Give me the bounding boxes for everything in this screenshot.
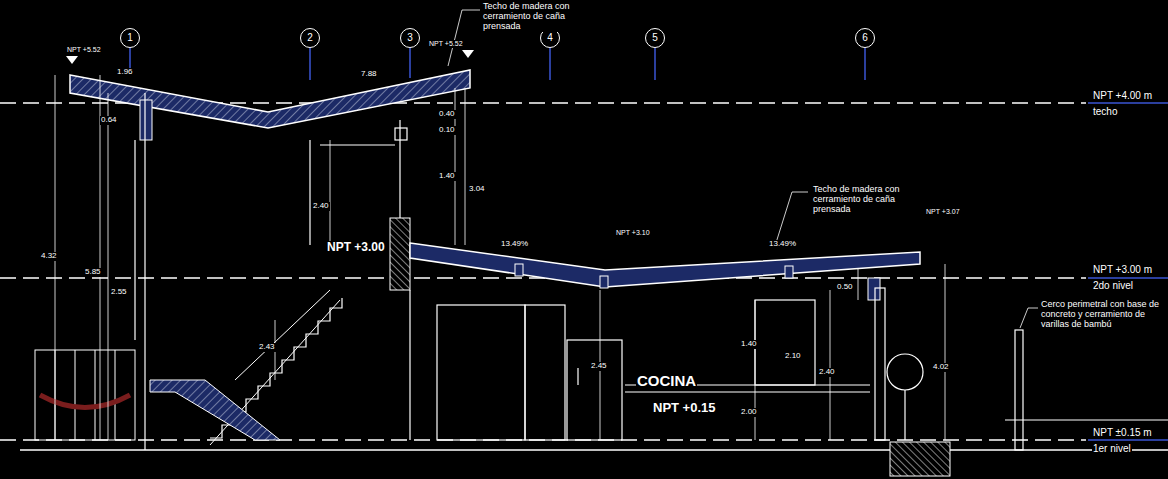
dimension-label: NPT +3.10 (615, 229, 651, 237)
grid-number: 3 (407, 33, 413, 43)
dimension-label: 3.04 (468, 185, 486, 194)
grid-bubble: 1 (120, 28, 140, 48)
dimension-label: 13.49% (768, 240, 797, 249)
dimension-label: 1.40 (740, 340, 758, 349)
dimension-label: techo (1092, 106, 1118, 117)
dimension-label: 2.40 (312, 202, 330, 211)
grid-bubble: 3 (400, 28, 420, 48)
dimension-label: COCINA (636, 373, 697, 390)
callout-note: Techo de madera con cerramiento de caña … (812, 185, 912, 215)
grid-bubble: 5 (645, 28, 665, 48)
dimension-label: 1.40 (438, 172, 456, 181)
dimension-label: NPT +0.15 (652, 401, 717, 415)
dimension-label: 2.10 (784, 352, 802, 361)
dimension-label: 2.45 (590, 362, 608, 371)
dimension-label: 5.85 (84, 268, 102, 277)
grid-bubble: 2 (300, 28, 320, 48)
dimension-label: 2do nivel (1092, 280, 1134, 291)
dimension-label: 2.55 (110, 288, 128, 297)
grid-number: 6 (862, 33, 868, 43)
dimension-label: 13.49% (500, 240, 529, 249)
dimension-label: NPT +3.00 (326, 241, 386, 254)
dimension-label: 2.00 (740, 408, 758, 417)
grid-number: 4 (547, 33, 553, 43)
callout-note: Cerco perimetral con base de concreto y … (1040, 300, 1164, 330)
dimension-label: 0.64 (100, 116, 118, 125)
dimension-label: 2.43 (258, 343, 276, 352)
dimension-label: NPT +3.00 m (1092, 264, 1153, 275)
dimension-label: NPT +4.00 m (1092, 90, 1153, 101)
dimension-label: NPT +3.07 (925, 208, 961, 216)
grid-bubble: 6 (855, 28, 875, 48)
dimension-label: 0.40 (438, 110, 456, 119)
dimension-label: 0.10 (438, 126, 456, 135)
dimension-label: NPT +5.52 (428, 40, 464, 48)
grid-number: 1 (127, 33, 133, 43)
grid-number: 5 (652, 33, 658, 43)
dimension-label: 7.88 (360, 70, 378, 79)
callout-note: Techo de madera con cerramiento de caña … (482, 2, 586, 32)
dimension-label: 4.02 (932, 363, 950, 372)
grid-number: 2 (307, 33, 313, 43)
dimension-label: 4.32 (40, 252, 58, 261)
dimension-label: NPT +5.52 (66, 46, 102, 54)
dimension-label: 2.40 (818, 368, 836, 377)
dimension-label: NPT ±0.15 m (1092, 427, 1153, 438)
dimension-label: 1.96 (116, 68, 134, 77)
dimension-label: 1er nivel (1092, 443, 1132, 454)
dimension-label: 0.50 (836, 283, 854, 292)
